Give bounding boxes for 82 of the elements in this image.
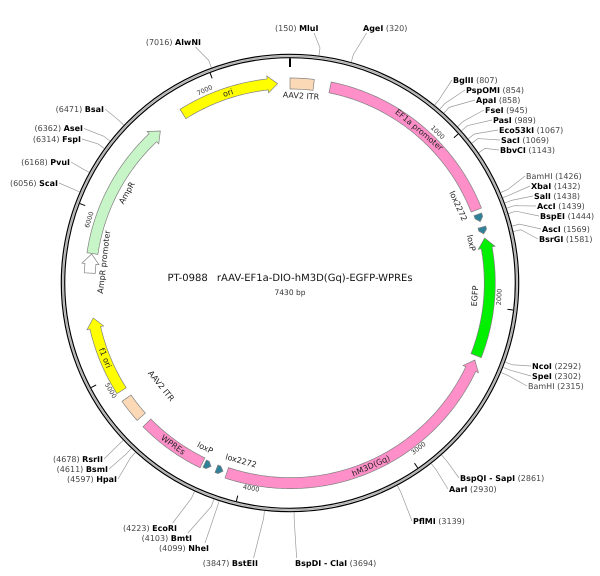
restriction-site-label: PflMI (3139) [413,516,465,526]
restriction-site-label: BamHI (2315) [528,382,584,390]
leader-line [504,362,532,366]
restriction-site-label: NcoI (2292) [532,362,582,370]
restriction-site-label: (6168) PvuI [21,158,70,166]
restriction-site-label: BspQI - SapI (2861) [460,474,544,482]
leader-line [478,148,500,154]
leader-line [397,485,412,522]
restriction-site-label: PspOMI (854) [466,86,524,94]
restriction-site-label: (6471) BsaI [56,104,104,114]
restriction-site-label: PasI (989) [493,116,536,124]
restriction-site-label: FseI (945) [485,106,528,114]
leader-line [188,499,214,534]
restriction-site-label: (6314) FspI [32,134,81,144]
leader-line [350,32,367,62]
leader-line [84,128,110,142]
restriction-site-label: XbaI (1432) [531,182,580,190]
restriction-site-label: (4678) RsrII [53,454,103,464]
leader-line [434,80,452,106]
restriction-site-label: Eco53kI (1067) [499,126,564,134]
leader-line [468,130,498,140]
restriction-site-label: SalI (1438) [534,192,580,200]
restriction-site-label: BspEI (1444) [540,212,594,220]
restriction-site-label: (7016) AlwNI [146,38,201,46]
restriction-site-label: AarI (2930) [449,484,497,494]
leader-line [461,120,492,132]
leader-line [195,46,212,68]
leader-line [118,452,136,480]
feature-label: ori [222,86,234,99]
restriction-site-label: BspDI - ClaI (3694) [295,558,376,568]
leader-line [439,90,466,110]
restriction-site-label: AccI (1439) [537,202,585,210]
restriction-site-label: AgeI (320) [363,24,408,32]
restriction-site-label: SacI (1069) [501,136,550,144]
leader-line [444,100,476,114]
leader-line [104,108,124,126]
leader-line [108,448,132,470]
restriction-site-label: (4223) EcoRI [123,524,177,532]
restriction-site-label: ApaI (858) [476,96,520,104]
restriction-site-label: BglII (807) [453,76,498,84]
restriction-site-label: BsrGI (1581) [539,234,593,244]
restriction-site-label: SpeI (2302) [532,372,582,380]
feature-label: AmpR promoter [96,230,112,294]
restriction-site-label: (4611) BsmI [56,464,108,474]
plasmid-name: PT-0988 rAAV-EF1a-DIO-hM3D(Gq)-EGFP-WPREs [167,273,413,285]
restriction-site-label: (6056) ScaI [10,178,58,188]
leader-line [441,454,460,478]
leader-line [82,138,105,149]
leader-line [513,229,538,240]
restriction-site-label: (3847) BstEII [202,558,258,568]
leader-line [506,205,536,209]
feature-label: loxP [196,440,215,456]
leader-line [457,110,484,127]
leader-line [104,440,124,460]
leader-line [502,367,532,376]
leader-line [472,138,500,144]
restriction-site-label: (150) MluI [275,24,318,32]
restriction-site-label: BamHI (1426) [526,172,582,180]
feature-label: AAV2 ITR [282,90,320,102]
leader-line [314,32,320,56]
restriction-site-label: (4103) BmtI [142,534,192,542]
leader-line [204,500,220,544]
leader-line [253,510,265,558]
leader-line [512,224,542,230]
restriction-site-label: AscI (1569) [542,224,590,234]
leader-line [500,372,528,386]
restriction-site-label: BbvCI (1143) [500,146,556,154]
leader-line [70,162,90,173]
leader-line [508,210,540,216]
leader-line [504,196,534,204]
leader-line [58,182,80,192]
feature-label: EGFP [469,285,480,307]
restriction-site-label: (6362) AseI [34,124,83,133]
feature-label: f1 ori [96,346,113,370]
restriction-site-label: (4597) HpaI [67,474,117,484]
leader-line [502,186,530,198]
restriction-site-label: (4099) NheI [159,544,209,552]
leader-line [172,491,195,524]
feature-label: loxP [464,234,477,252]
leader-line [431,463,448,490]
leader-line [294,512,297,558]
leader-line [500,176,526,193]
